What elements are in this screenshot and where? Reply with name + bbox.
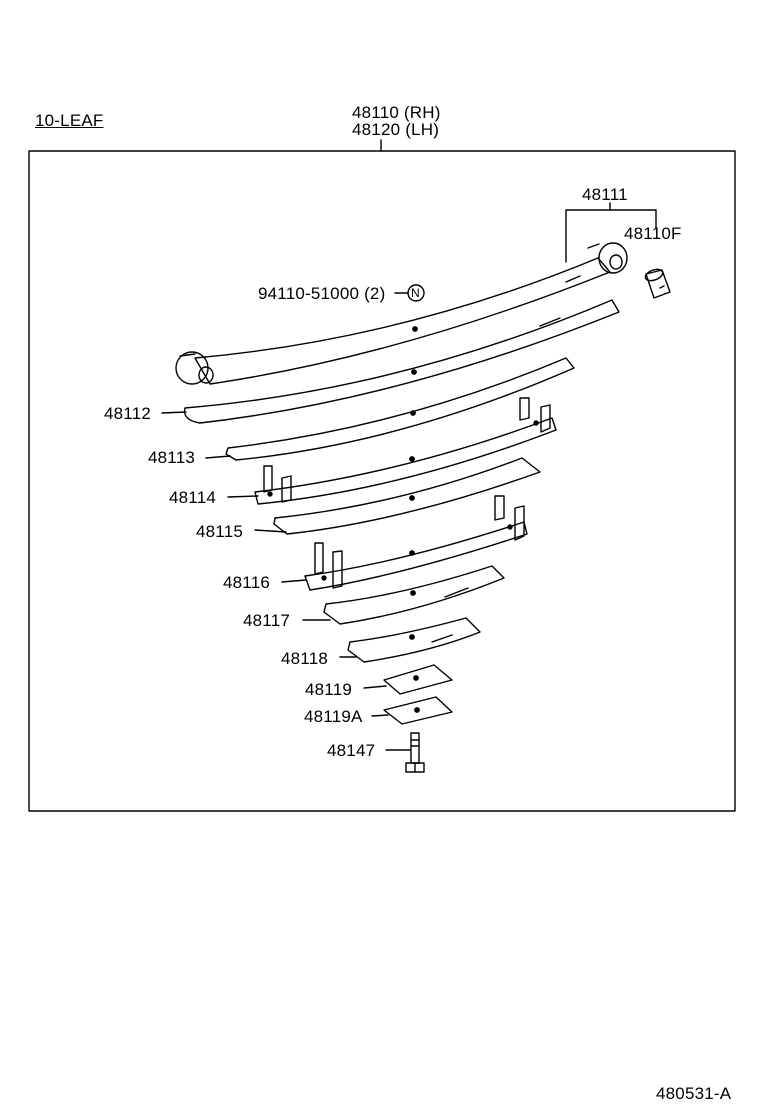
label-94110-51000: 94110-51000 (2): [258, 284, 386, 303]
label-48111: 48111: [582, 185, 628, 204]
label-48117: 48117: [243, 611, 291, 630]
nut-symbol-letter: N: [411, 286, 420, 300]
leaf-48117: [323, 565, 505, 625]
leaf-48118: [347, 617, 481, 663]
assembly-rh-label: 48110 (RH): [352, 103, 441, 122]
label-48119: 48119: [305, 680, 353, 699]
bushing-48110F: [644, 268, 671, 299]
label-48114: 48114: [169, 488, 217, 507]
leaf-48114: [254, 397, 557, 505]
label-48116: 48116: [223, 573, 271, 592]
assembly-lh-label: 48120 (LH): [352, 120, 440, 139]
leaf-48115: [273, 457, 541, 535]
variant-label: 10-LEAF: [35, 111, 104, 130]
label-48112: 48112: [104, 404, 152, 423]
leaf-48113: [225, 357, 575, 461]
label-48115: 48115: [196, 522, 244, 541]
center-bolt-48147: [405, 732, 425, 773]
leader-48111: [565, 202, 657, 263]
leaf-48116: [304, 495, 528, 591]
nut-symbol-circle: [407, 284, 425, 302]
main-leaf-48111: [175, 242, 628, 385]
main-leaf-front-eye: [598, 242, 628, 274]
callout-leaders: [161, 292, 411, 751]
leaf-48112: [183, 299, 620, 424]
label-48118: 48118: [281, 649, 329, 668]
label-48110F: 48110F: [624, 224, 682, 243]
label-48119A: 48119A: [304, 707, 363, 726]
pad-48119: [383, 664, 453, 695]
pad-48119A: [383, 696, 453, 725]
label-48113: 48113: [148, 448, 196, 467]
label-48147: 48147: [327, 741, 376, 760]
diagram-frame: [28, 150, 736, 812]
diagram-id: 480531-A: [656, 1084, 732, 1103]
